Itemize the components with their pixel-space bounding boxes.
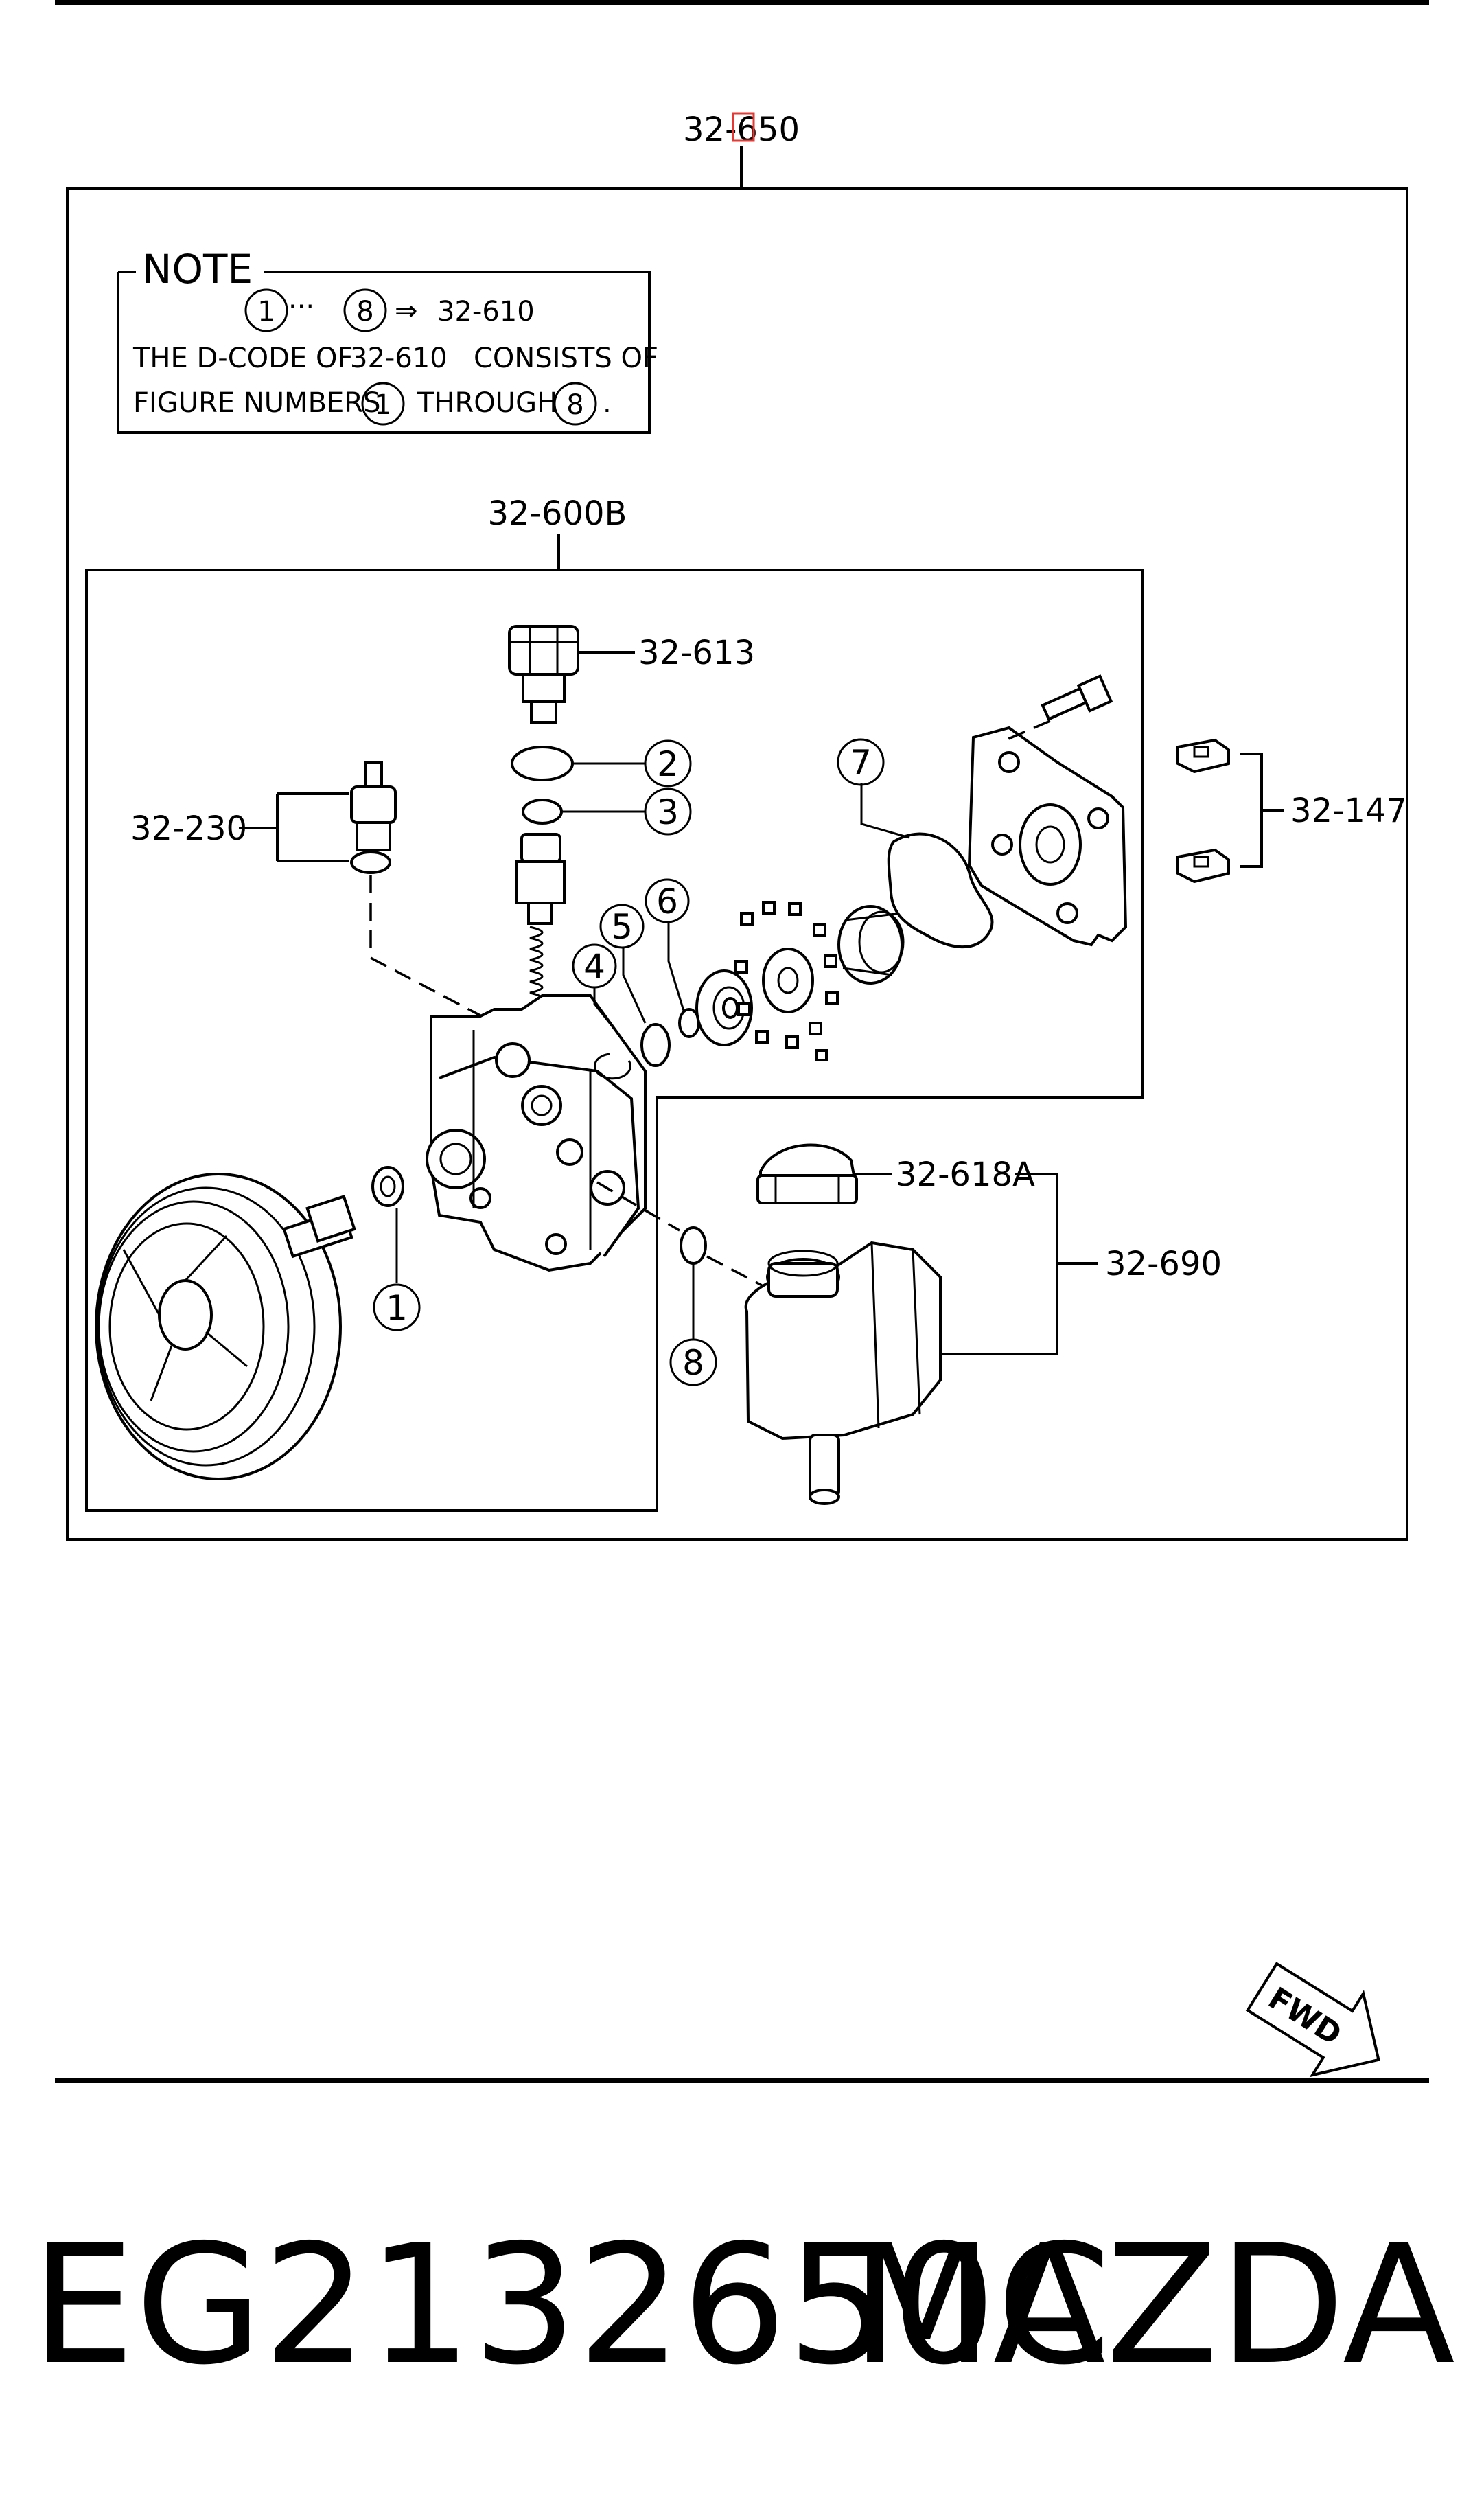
callout-4	[572, 943, 617, 989]
svg-text:7: 7	[850, 743, 872, 783]
label-top-code: 32-650	[683, 111, 800, 149]
reservoir-cap	[756, 1143, 858, 1204]
svg-text:6: 6	[656, 882, 678, 921]
svg-text:3: 3	[657, 792, 679, 832]
gasket-7	[887, 832, 994, 949]
callout-3	[644, 788, 692, 836]
svg-text:5: 5	[611, 907, 633, 947]
callout-7	[837, 738, 885, 786]
svg-text:4: 4	[583, 947, 605, 987]
plunger-spring	[515, 833, 566, 1005]
clips	[1176, 738, 1230, 884]
label-reservoir: 32-690	[1105, 1245, 1222, 1283]
svg-text:8: 8	[682, 1343, 704, 1383]
rotor-vanes	[734, 901, 839, 1061]
inner-frame	[85, 569, 1144, 1512]
svg-text:2: 2	[657, 744, 679, 784]
label-pressure-switch: 32-230	[130, 810, 247, 848]
callout-1	[373, 1283, 421, 1331]
svg-text:32-610: 32-610	[437, 296, 535, 328]
svg-text:THROUGH: THROUGH	[417, 387, 557, 419]
reservoir-tank	[744, 1241, 942, 1505]
part-number: EG2132650C	[31, 2209, 1111, 2401]
svg-text:CONSISTS OF: CONSISTS OF	[474, 343, 658, 374]
cam-ring	[837, 905, 905, 985]
label-clips: 32-147	[1290, 792, 1407, 830]
label-assy-pump: 32-600B	[488, 494, 627, 533]
svg-text:FIGURE NUMBERS: FIGURE NUMBERS	[133, 387, 380, 419]
svg-text:⇒: ⇒	[395, 295, 418, 327]
callout-5	[599, 904, 645, 949]
svg-text:1: 1	[386, 1288, 408, 1328]
pump-body	[426, 994, 647, 1272]
svg-text:1: 1	[374, 389, 391, 421]
pulley	[95, 1173, 356, 1480]
outer-frame	[66, 187, 1408, 1541]
pressure-switch	[350, 761, 397, 874]
note-title: NOTE	[142, 246, 253, 292]
side-plate	[695, 969, 753, 1046]
red-marker	[732, 112, 755, 142]
fwd-arrow-icon: FWD	[1245, 1962, 1380, 2078]
svg-text:.: .	[603, 387, 612, 419]
o-ring-8	[680, 1226, 707, 1265]
svg-text:8: 8	[356, 296, 373, 328]
o-ring-2	[511, 746, 574, 781]
rear-cover	[967, 726, 1128, 947]
valve-part	[508, 625, 579, 724]
snap-ring-4	[594, 1053, 631, 1080]
callout-8	[669, 1338, 717, 1386]
callout-2	[644, 739, 692, 788]
callout-6	[645, 878, 690, 923]
svg-text:8: 8	[566, 389, 583, 421]
svg-text:1: 1	[257, 296, 275, 328]
svg-text:32-610: 32-610	[350, 343, 448, 374]
note-box: NOTE 1 ··· 8 ⇒ 32-610 THE D-CODE OF 32-6…	[117, 246, 658, 434]
bushing-part	[371, 1166, 404, 1207]
o-ring-3	[522, 799, 563, 825]
svg-text:···: ···	[288, 291, 314, 323]
brand-name: MAZDA	[851, 2209, 1455, 2401]
label-valve: 32-613	[638, 634, 755, 672]
svg-text:THE D-CODE OF: THE D-CODE OF	[132, 343, 353, 374]
label-cap: 32-618A	[896, 1156, 1035, 1194]
o-ring-5	[640, 1023, 671, 1067]
bolt	[1041, 674, 1113, 721]
